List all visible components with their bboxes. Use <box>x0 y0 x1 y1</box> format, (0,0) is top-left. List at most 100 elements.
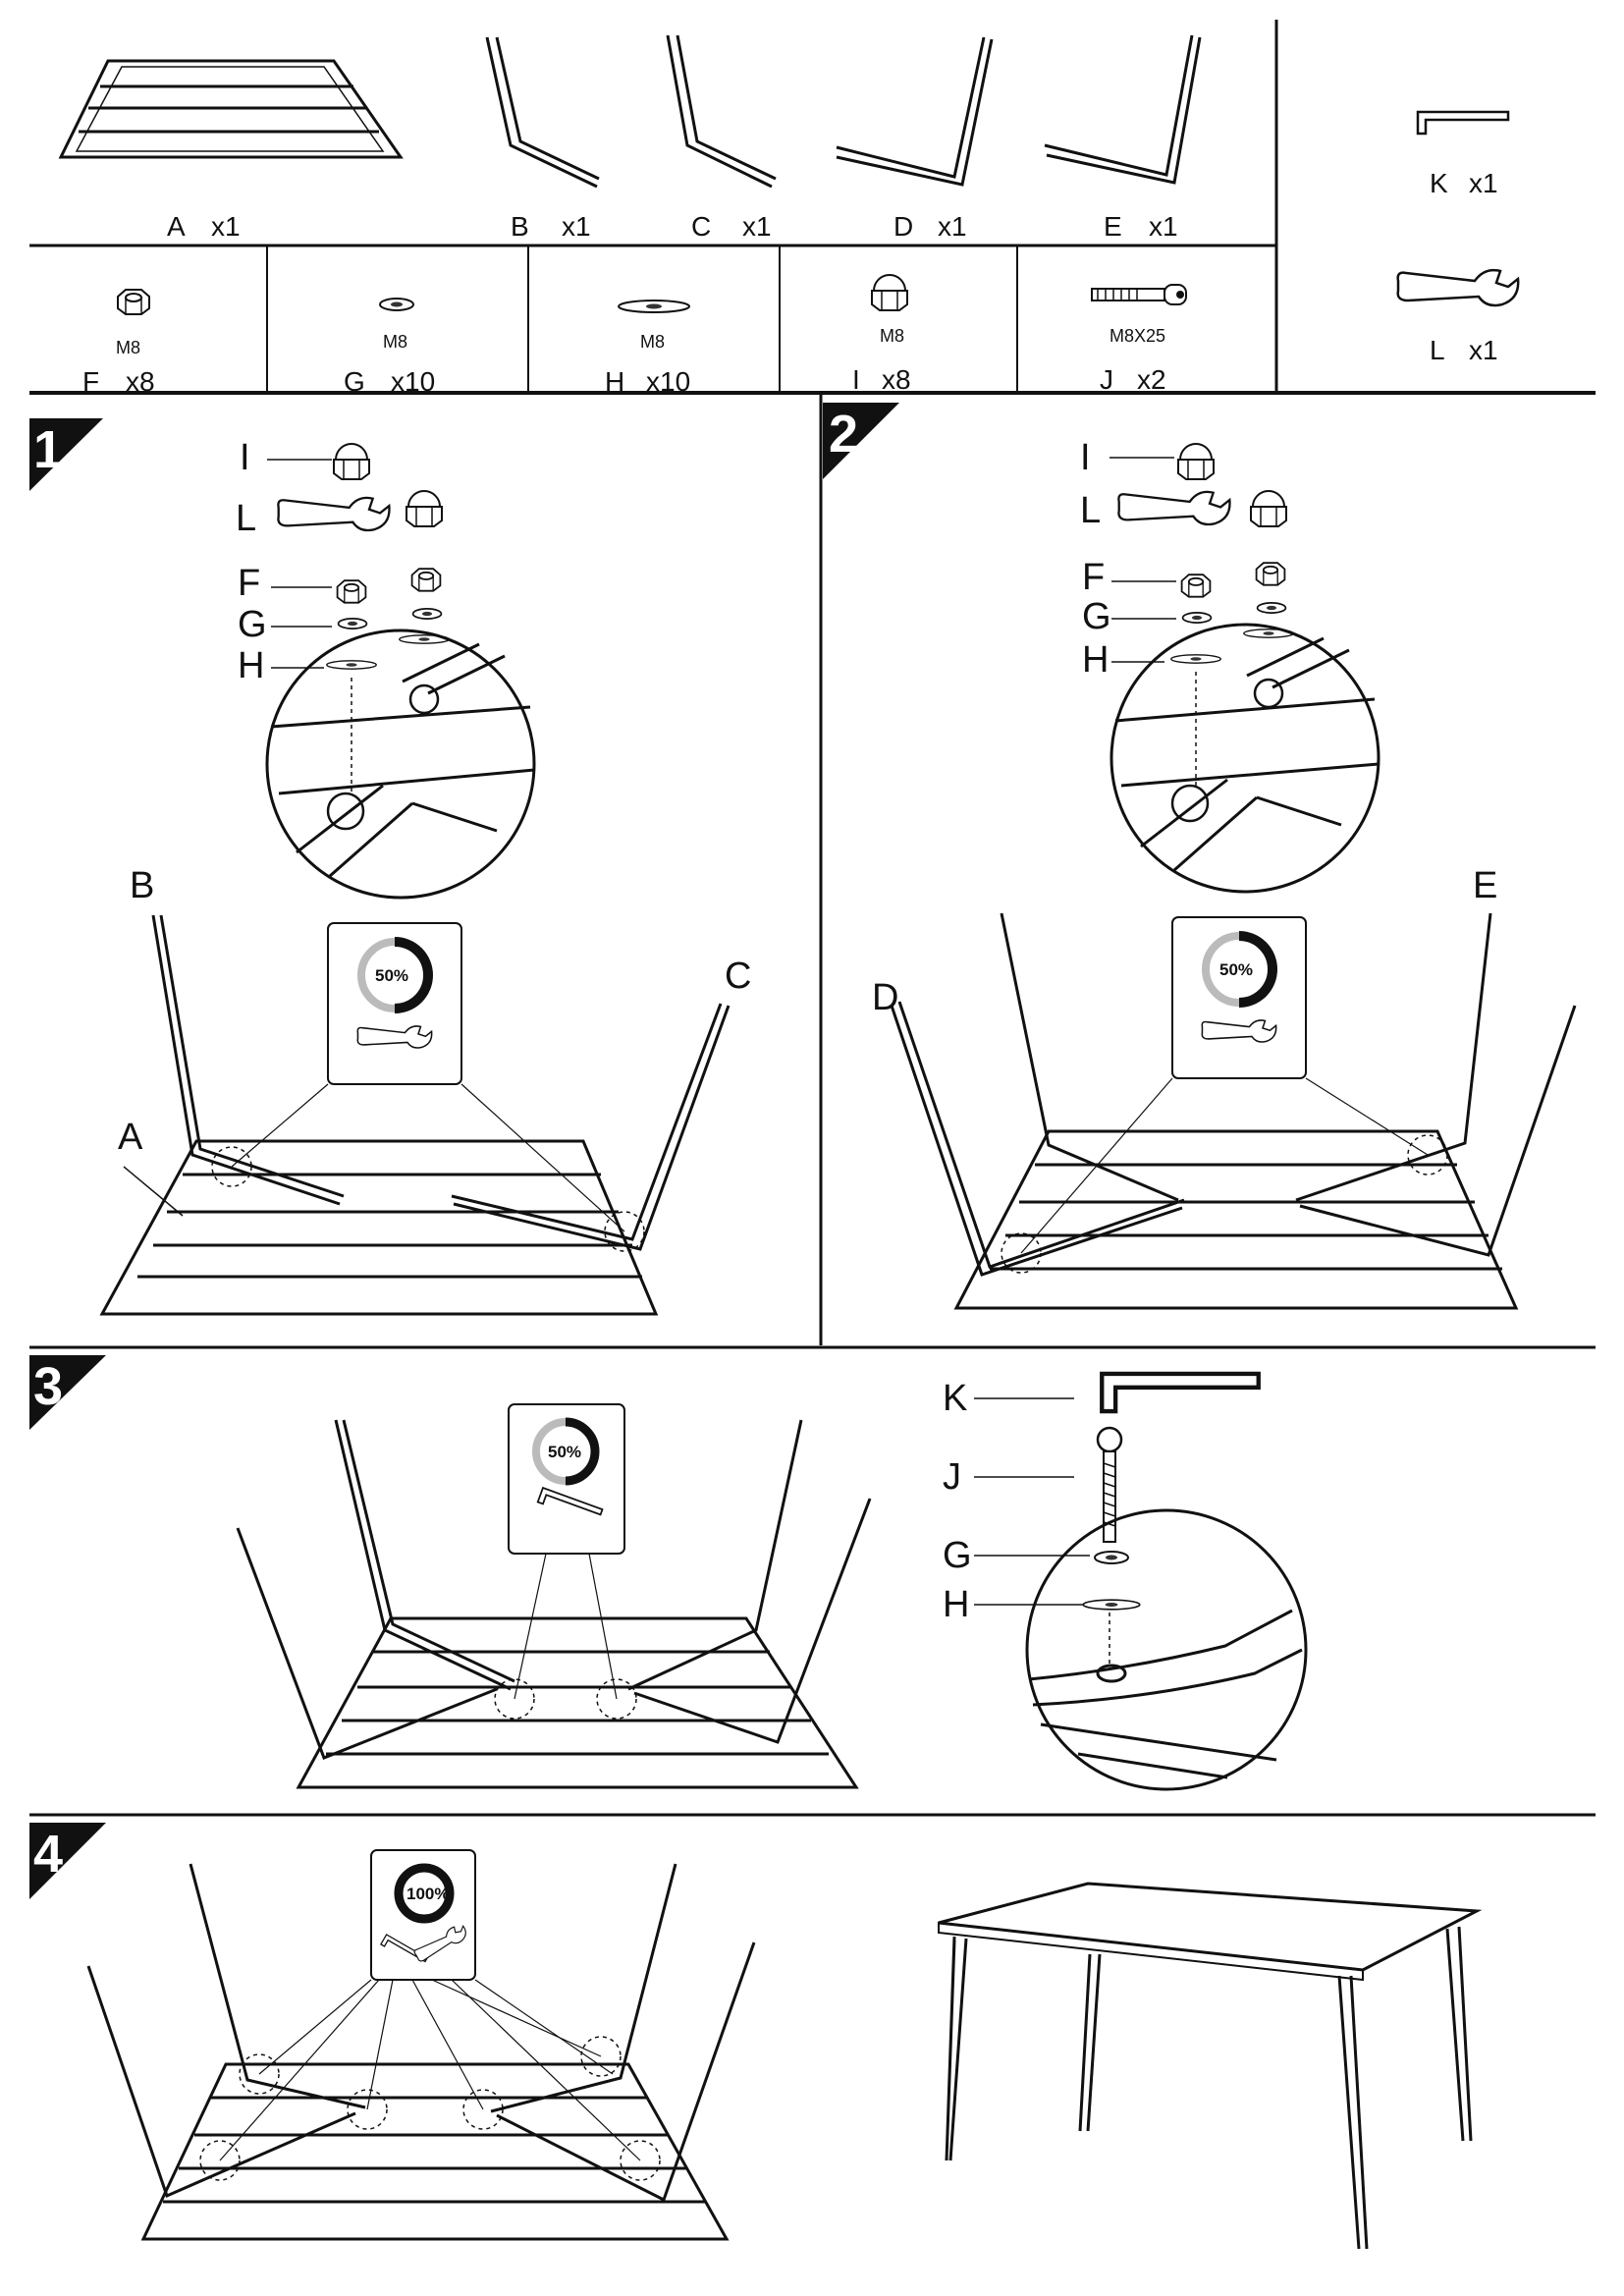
hex-nut-icon <box>117 289 150 315</box>
step-3: 3 50% K J G H <box>29 1355 1308 1791</box>
part-c-qty: x1 <box>742 211 772 242</box>
step-4: 4 100% <box>29 1823 1483 2250</box>
flat-washer-icon <box>1169 653 1222 665</box>
step-1: 1 I L F G H <box>29 393 823 1345</box>
part-l-qty: x1 <box>1469 335 1498 365</box>
spring-washer-icon <box>1181 612 1213 624</box>
part-d-leg-illustration <box>836 36 994 187</box>
step-4-assembly-drawing <box>86 1863 756 2241</box>
spring-washer-icon <box>337 618 368 629</box>
step-2-percent: 50% <box>1219 960 1253 979</box>
step-3-assembly-drawing <box>236 1419 872 1789</box>
step-1-label-c: C <box>725 956 751 997</box>
hardware-g-label: G <box>344 366 365 397</box>
step-1-badge <box>29 418 103 491</box>
hardware-h-label: H <box>605 366 624 397</box>
step-2-label-e: E <box>1473 865 1497 906</box>
flat-washer-icon <box>618 300 690 313</box>
bolt-icon <box>1091 284 1187 305</box>
step-2-label-g: G <box>1082 596 1111 637</box>
hardware-f-label: F <box>82 366 99 397</box>
step-3-label-j: J <box>943 1456 961 1498</box>
part-a-table-top-illustration <box>58 59 404 159</box>
part-c-leg-illustration <box>666 34 777 189</box>
step-1-percent: 50% <box>375 966 408 985</box>
step-1-torque-callout: 50% <box>231 922 625 1232</box>
hardware-j-size: M8X25 <box>1110 326 1165 346</box>
step-1-label-b: B <box>130 865 154 906</box>
step-1-label-h: H <box>238 645 264 686</box>
hardware-f-qty: x8 <box>126 366 155 397</box>
hardware-i-qty: x8 <box>882 364 911 395</box>
hardware-h-qty: x10 <box>646 366 690 397</box>
wrench-icon <box>1396 268 1520 307</box>
hex-nut-icon <box>410 568 442 592</box>
step-3-percent: 50% <box>548 1443 581 1461</box>
step-3-torque-callout: 50% <box>508 1403 625 1700</box>
flat-washer-icon <box>325 659 378 671</box>
step-2-label-h: H <box>1082 639 1109 681</box>
spring-washer-icon <box>1094 1551 1129 1564</box>
step-1-detail-circle <box>265 629 536 900</box>
step-3-label-g: G <box>943 1535 972 1576</box>
part-b-label: B <box>511 211 529 242</box>
hardware-j-qty: x2 <box>1137 364 1166 395</box>
part-d-label: D <box>893 211 913 242</box>
step-1-label-i: I <box>240 437 250 478</box>
step-1-number: 1 <box>33 420 63 479</box>
step-2-label-l: L <box>1080 490 1101 531</box>
part-k-label: K <box>1430 168 1448 198</box>
step-3-badge <box>29 1355 106 1430</box>
hex-nut-icon <box>336 579 367 604</box>
hardware-f-size: M8 <box>116 338 140 357</box>
cap-nut-icon <box>871 274 908 311</box>
part-e-qty: x1 <box>1149 211 1178 242</box>
step-1-label-a: A <box>118 1117 143 1158</box>
wrench-icon <box>1117 490 1231 526</box>
hardware-h-size: M8 <box>640 332 665 352</box>
step-2-assembly-drawing <box>890 912 1577 1310</box>
cap-nut-icon <box>1177 443 1215 480</box>
step-1-assembly-drawing <box>99 914 731 1316</box>
part-a-qty: x1 <box>211 211 241 242</box>
hex-key-icon <box>1102 1374 1258 1411</box>
hex-key-icon <box>1416 110 1510 136</box>
step-4-torque-callout: 100% <box>219 1849 641 2161</box>
spring-washer-icon <box>411 608 443 620</box>
step-3-detail-circle <box>1025 1508 1308 1791</box>
spring-washer-icon <box>379 298 414 311</box>
hardware-j-label: J <box>1100 364 1113 395</box>
hardware-i-label: I <box>852 364 860 395</box>
step-3-label-h: H <box>943 1584 969 1625</box>
cap-nut-icon <box>1250 490 1287 527</box>
part-k-qty: x1 <box>1469 168 1498 198</box>
hex-nut-icon <box>1255 562 1286 586</box>
step-1-label-g: G <box>238 604 267 645</box>
hardware-g-qty: x10 <box>391 366 435 397</box>
step-2-label-f: F <box>1082 557 1105 598</box>
step-2-detail-circle <box>1110 623 1380 894</box>
wrench-icon <box>277 496 391 532</box>
hex-nut-icon <box>1180 574 1212 598</box>
hardware-g-size: M8 <box>383 332 407 352</box>
cap-nut-icon <box>333 443 370 480</box>
hardware-i-size: M8 <box>880 326 904 346</box>
spring-washer-icon <box>1256 602 1287 614</box>
part-e-label: E <box>1104 211 1122 242</box>
parts-section: A x1 B x1 C x1 D x1 E x1 K <box>29 20 1596 397</box>
finished-table-illustration <box>938 1882 1483 2250</box>
step-3-number: 3 <box>33 1357 63 1416</box>
step-2-badge <box>823 403 899 479</box>
step-3-label-k: K <box>943 1378 967 1419</box>
bolt-icon <box>1096 1426 1123 1543</box>
flat-washer-icon <box>1082 1599 1141 1611</box>
part-b-qty: x1 <box>562 211 591 242</box>
step-1-label-f: F <box>238 563 260 604</box>
step-2: 2 I L F G H <box>823 403 1577 1310</box>
part-b-leg-illustration <box>485 36 600 189</box>
step-2-torque-callout: 50% <box>1020 916 1429 1254</box>
step-1-label-l: L <box>236 498 256 539</box>
part-l-label: L <box>1430 335 1445 365</box>
step-4-percent: 100% <box>406 1885 449 1903</box>
